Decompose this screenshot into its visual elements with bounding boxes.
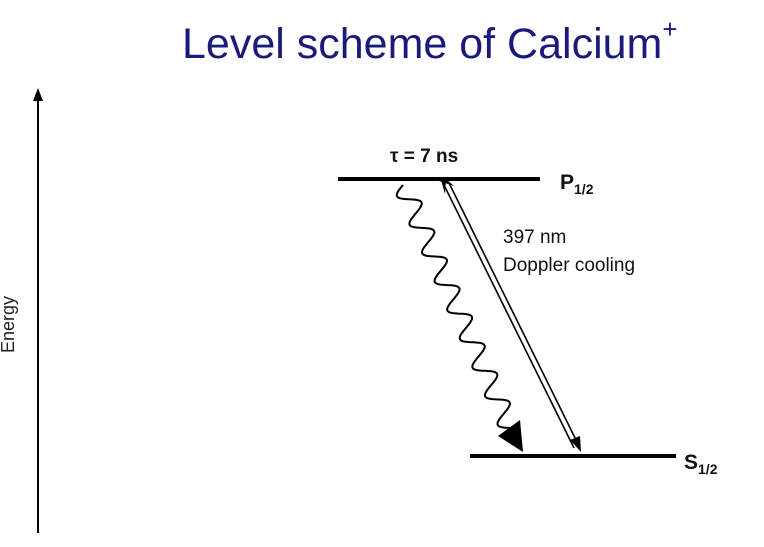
title-superscript: + bbox=[662, 14, 678, 44]
laser-transition-arrow bbox=[439, 179, 581, 452]
wavelength-label: 397 nm bbox=[503, 227, 567, 248]
spontaneous-decay-wavy-line bbox=[395, 184, 511, 429]
decay-arrowhead bbox=[498, 420, 523, 452]
slide-title: Level scheme of Calcium+ bbox=[182, 14, 678, 68]
energy-axis-arrowhead bbox=[33, 88, 43, 101]
arrowhead-down bbox=[570, 436, 581, 452]
transition-description: Doppler cooling bbox=[503, 255, 636, 276]
p-level-label: P1/2 bbox=[560, 171, 594, 198]
s-level-label: S1/2 bbox=[684, 451, 718, 478]
lifetime-label: τ = 7 ns bbox=[390, 146, 459, 167]
